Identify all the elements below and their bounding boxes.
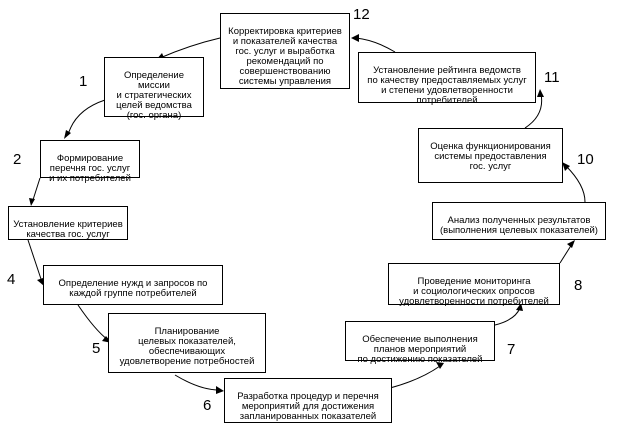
arrow-8-to-9-head bbox=[567, 240, 575, 248]
step-3-text: Установление критериев качества гос. усл… bbox=[13, 219, 123, 240]
arrow-11-to-12 bbox=[355, 37, 396, 53]
step-6-box: Разработка процедур и перечня мероприяти… bbox=[224, 378, 392, 423]
arrow-10-to-11-head bbox=[537, 89, 544, 97]
step-12-number: 12 bbox=[353, 6, 370, 23]
arrow-7-to-8 bbox=[494, 307, 521, 326]
arrow-6-to-7-head bbox=[436, 362, 444, 369]
arrow-5-to-6-head bbox=[216, 386, 224, 394]
step-5-number: 5 bbox=[92, 340, 101, 357]
arrow-8-to-9 bbox=[559, 243, 573, 264]
step-12-box: Корректировка критериев и показателей ка… bbox=[220, 13, 350, 89]
step-5-box: Планирование целевых показателей, обеспе… bbox=[108, 313, 266, 373]
arrow-11-to-12-head bbox=[351, 34, 359, 42]
step-7-box: Обеспечение выполнения планов мероприяти… bbox=[345, 321, 495, 365]
arrow-6-to-7 bbox=[389, 365, 441, 389]
step-1-text: Определение миссии и стратегических целе… bbox=[116, 70, 192, 121]
arrow-10-to-11 bbox=[524, 93, 543, 129]
arrow-9-to-10 bbox=[565, 165, 586, 203]
step-12-text: Корректировка критериев и показателей ка… bbox=[228, 26, 342, 87]
step-10-box: Оценка функционирования системы предоста… bbox=[418, 128, 563, 183]
arrow-12-to-1 bbox=[159, 37, 221, 59]
arrow-7-to-8-head bbox=[516, 303, 523, 311]
step-10-text: Оценка функционирования системы предоста… bbox=[430, 141, 551, 172]
step-4-number: 4 bbox=[7, 271, 16, 288]
step-8-number: 8 bbox=[574, 277, 583, 294]
step-6-text: Разработка процедур и перечня мероприяти… bbox=[237, 391, 379, 422]
arrow-1-to-2-head bbox=[64, 130, 71, 139]
step-2-text: Формирование перечня гос. услуг и их пот… bbox=[49, 153, 131, 184]
step-8-text: Проведение мониторинга и социологических… bbox=[399, 276, 549, 307]
step-3-box: Установление критериев качества гос. усл… bbox=[8, 206, 128, 240]
step-4-text: Определение нужд и запросов по каждой гр… bbox=[58, 278, 208, 299]
step-8-box: Проведение мониторинга и социологических… bbox=[388, 263, 560, 307]
step-2-number: 2 bbox=[13, 151, 22, 168]
step-7-number: 7 bbox=[507, 341, 516, 358]
step-7-text: Обеспечение выполнения планов мероприяти… bbox=[357, 334, 483, 365]
step-10-number: 10 bbox=[577, 151, 594, 168]
arrow-2-to-3-head bbox=[29, 198, 35, 206]
arrow-3-to-4-head bbox=[37, 278, 44, 286]
step-1-box: Определение миссии и стратегических целе… bbox=[104, 57, 204, 121]
step-2-box: Формирование перечня гос. услуг и их пот… bbox=[40, 140, 140, 184]
step-9-box: Анализ полученных результатов (выполнени… bbox=[432, 202, 606, 240]
step-11-text: Установление рейтинга ведомств по качест… bbox=[367, 65, 527, 106]
arrow-3-to-4 bbox=[27, 239, 43, 283]
step-1-number: 1 bbox=[79, 73, 88, 90]
step-5-text: Планирование целевых показателей, обеспе… bbox=[119, 326, 255, 367]
step-11-number: 11 bbox=[544, 69, 560, 86]
arrow-4-to-5 bbox=[77, 304, 109, 341]
arrow-5-to-6 bbox=[174, 374, 220, 391]
step-6-number: 6 bbox=[203, 397, 212, 414]
step-4-box: Определение нужд и запросов по каждой гр… bbox=[43, 265, 223, 305]
arrow-1-to-2 bbox=[67, 99, 106, 136]
step-9-text: Анализ полученных результатов (выполнени… bbox=[440, 215, 598, 236]
step-11-box: Установление рейтинга ведомств по качест… bbox=[358, 52, 536, 106]
arrow-9-to-10-head bbox=[562, 162, 570, 171]
